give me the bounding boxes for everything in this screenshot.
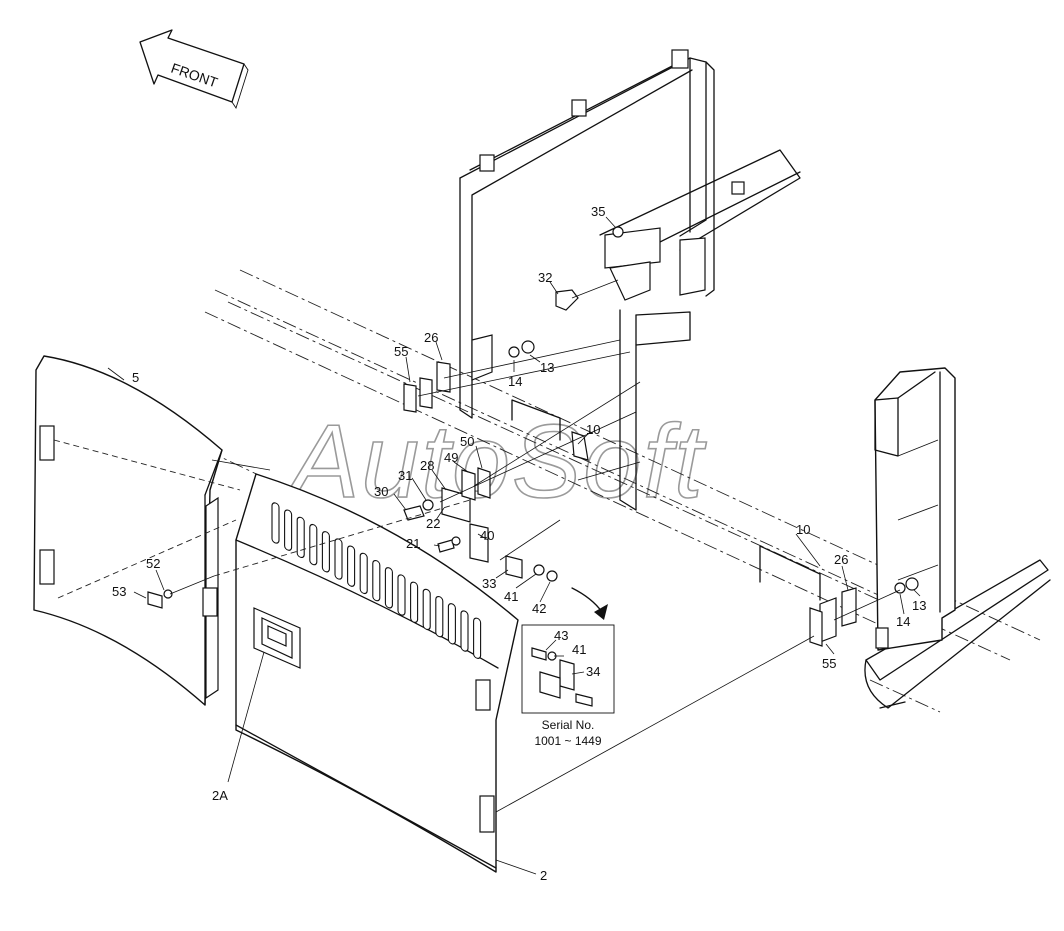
front-arrow-label: FRONT bbox=[169, 60, 220, 91]
louver-slot bbox=[296, 516, 305, 559]
callout-14-left: 14 bbox=[508, 374, 522, 389]
callout-26-right: 26 bbox=[834, 552, 848, 567]
louver-slot bbox=[347, 545, 356, 587]
rear-frame bbox=[459, 49, 801, 511]
louver-slot bbox=[334, 538, 343, 580]
callout-40: 40 bbox=[480, 528, 494, 543]
louver-slot bbox=[435, 595, 444, 638]
left-side-panel bbox=[33, 355, 223, 706]
watermark: AutoSoft bbox=[284, 404, 707, 520]
callout-35: 35 bbox=[591, 204, 605, 219]
inset-pointer-arrowhead bbox=[594, 604, 608, 620]
callout-53: 53 bbox=[112, 584, 126, 599]
callout-55-right: 55 bbox=[822, 656, 836, 671]
callout-55-left: 55 bbox=[394, 344, 408, 359]
louver-slot bbox=[384, 567, 393, 609]
callout-30: 30 bbox=[374, 484, 388, 499]
callout-41-main: 41 bbox=[504, 589, 518, 604]
callout-14-right: 14 bbox=[896, 614, 910, 629]
louver-slot bbox=[309, 523, 318, 566]
callout-41-inset: 41 bbox=[572, 642, 586, 657]
callout-13-right: 13 bbox=[912, 598, 926, 613]
explode-lines bbox=[53, 279, 901, 813]
callout-33: 33 bbox=[482, 576, 496, 591]
inset-caption-range: 1001 ~ 1449 bbox=[534, 734, 601, 748]
callout-13-left: 13 bbox=[540, 360, 554, 375]
inset-caption-serial: Serial No. bbox=[542, 718, 595, 732]
hardware-parts bbox=[147, 226, 919, 647]
louver-slot bbox=[284, 509, 293, 551]
callout-labels: 35 32 55 26 14 13 5 50 10 49 28 31 30 22… bbox=[112, 204, 926, 883]
louver-slot bbox=[473, 617, 482, 659]
louver-slot bbox=[397, 574, 406, 616]
louver-slot bbox=[460, 610, 469, 652]
callout-31: 31 bbox=[398, 468, 412, 483]
callout-49: 49 bbox=[444, 450, 458, 465]
callout-50: 50 bbox=[460, 434, 474, 449]
right-upright-frame bbox=[874, 367, 956, 651]
louver-slot bbox=[447, 603, 456, 645]
callout-2: 2 bbox=[540, 868, 547, 883]
callout-43: 43 bbox=[554, 628, 568, 643]
callout-2a: 2A bbox=[212, 788, 228, 803]
louver-slot bbox=[422, 588, 431, 631]
callout-21: 21 bbox=[406, 536, 420, 551]
callout-10-lower: 10 bbox=[796, 522, 810, 537]
callout-10-upper: 10 bbox=[586, 422, 600, 437]
callout-52: 52 bbox=[146, 556, 160, 571]
front-arrow: FRONT bbox=[139, 29, 249, 110]
louver-slot bbox=[372, 559, 381, 602]
callout-34: 34 bbox=[586, 664, 600, 679]
louver-slot bbox=[410, 581, 419, 623]
callout-32: 32 bbox=[538, 270, 552, 285]
callout-5: 5 bbox=[132, 370, 139, 385]
louver-slot bbox=[271, 502, 280, 544]
callout-22: 22 bbox=[426, 516, 440, 531]
inset-pointer-arrow bbox=[571, 587, 603, 613]
panel-handle bbox=[253, 607, 301, 669]
front-panel-louvers bbox=[271, 502, 482, 659]
callout-42: 42 bbox=[532, 601, 546, 616]
callout-28: 28 bbox=[420, 458, 434, 473]
louver-slot bbox=[321, 531, 330, 573]
callout-26-left: 26 bbox=[424, 330, 438, 345]
louver-slot bbox=[359, 552, 368, 595]
inset-detail: Serial No. 1001 ~ 1449 bbox=[521, 624, 615, 748]
base-frame bbox=[864, 559, 1051, 709]
callout-leaders bbox=[107, 216, 921, 875]
